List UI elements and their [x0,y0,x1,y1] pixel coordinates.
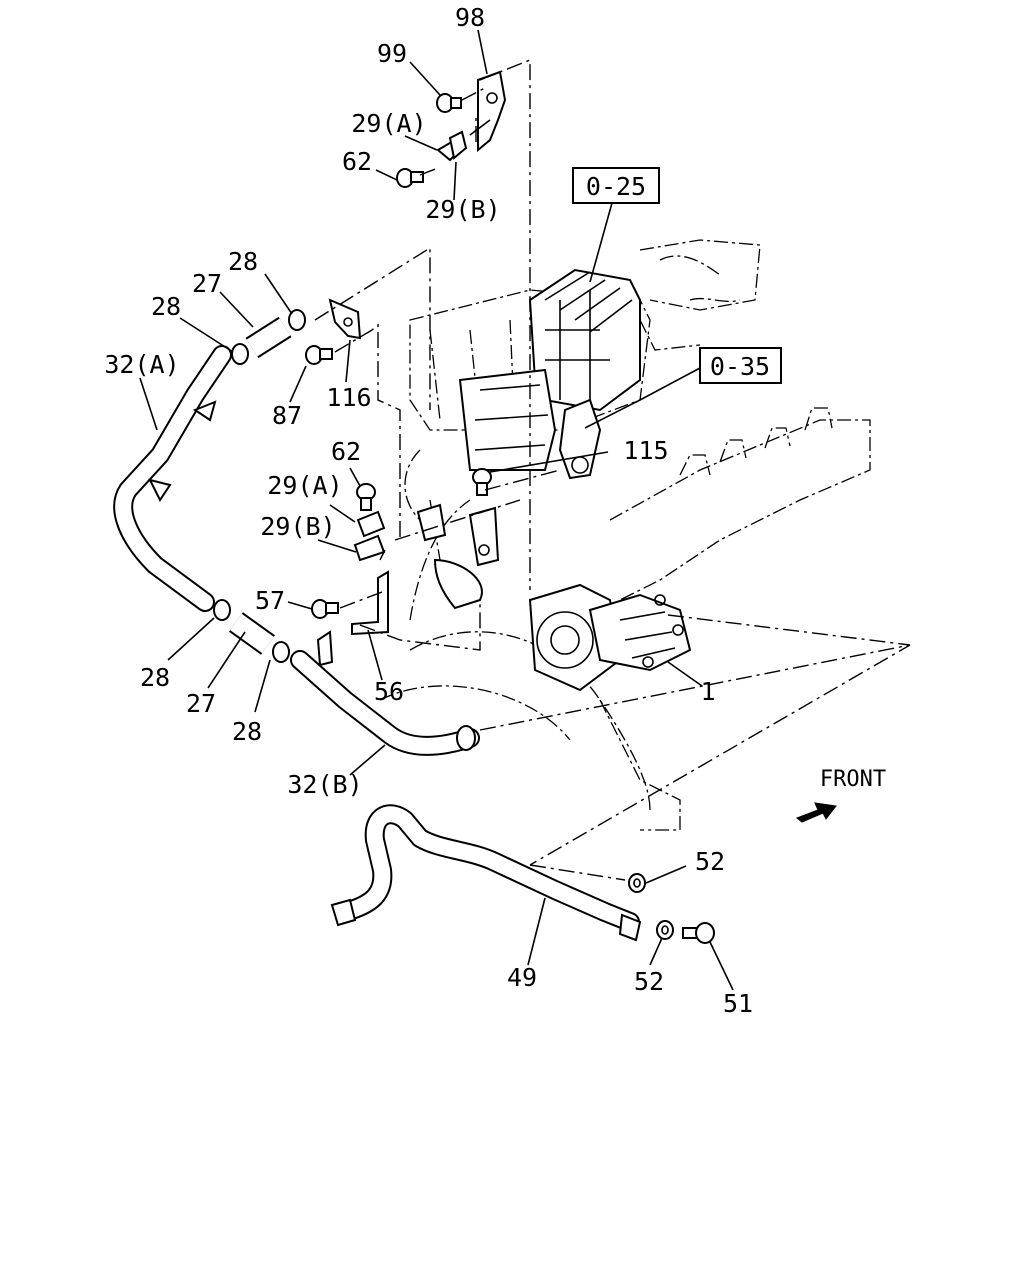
washer-52-upper [628,873,646,893]
clamp-29-mid [353,510,386,562]
bolt-115 [472,468,492,496]
callout-116: 116 [326,383,371,412]
clamp-29-top [436,130,468,162]
bolt-87 [305,345,333,365]
washer-52-lower [656,920,674,940]
leader-lines [139,29,734,991]
callout-52-a: 52 [695,847,725,876]
callout-28-a: 28 [228,247,258,276]
callout-29b-mid: 29(B) [260,512,335,541]
pipe-32a [113,345,232,612]
bolt-62-top [396,168,424,188]
bolt-99 [436,93,462,113]
callout-87: 87 [272,401,302,430]
callout-1: 1 [700,677,715,706]
bracket-116 [328,298,362,340]
pipe-49 [330,804,642,942]
pipe-32b [290,650,480,756]
callout-28-b: 28 [151,292,181,321]
callout-27-b: 27 [186,689,216,718]
hose-27-upper [231,309,306,365]
callout-32b: 32(B) [287,770,362,799]
ref-box-0-35: 0-35 [699,347,782,384]
hose-27-lower [213,599,290,663]
callout-29a-top: 29(A) [351,109,426,138]
callout-99: 99 [377,39,407,68]
callout-27-a: 27 [192,269,222,298]
callout-57: 57 [255,586,285,615]
callout-115: 115 [623,436,668,465]
silencer-assembly [458,268,641,471]
callout-28-c: 28 [140,663,170,692]
callout-62-mid: 62 [331,437,361,466]
callout-29b-top: 29(B) [425,195,500,224]
callout-98: 98 [455,3,485,32]
bracket-98 [469,70,507,153]
bolt-57 [311,599,339,619]
callout-29a-mid: 29(A) [267,471,342,500]
support-bracket [416,503,500,610]
front-label: FRONT [820,767,886,792]
ref-box-0-25: 0-25 [572,167,660,204]
assembly-lines [314,58,911,881]
front-arrow-icon [796,802,837,823]
callout-56: 56 [374,677,404,706]
air-compressor [528,583,692,692]
callout-62-top: 62 [342,147,372,176]
callout-32a: 32(A) [104,350,179,379]
callout-52-b: 52 [634,967,664,996]
unloader-valve [558,398,602,480]
ref-label-0-35: 0-35 [710,352,770,381]
bolt-62-mid [356,483,376,511]
bracket-56 [316,570,389,667]
callout-49: 49 [507,963,537,992]
bolt-51 [682,922,715,944]
callout-28-d: 28 [232,717,262,746]
callout-51: 51 [723,989,753,1018]
ref-label-0-25: 0-25 [586,172,646,201]
callout-labels: 98 99 29(A) 62 29(B) 28 27 28 32(A) 87 1… [104,3,886,1018]
